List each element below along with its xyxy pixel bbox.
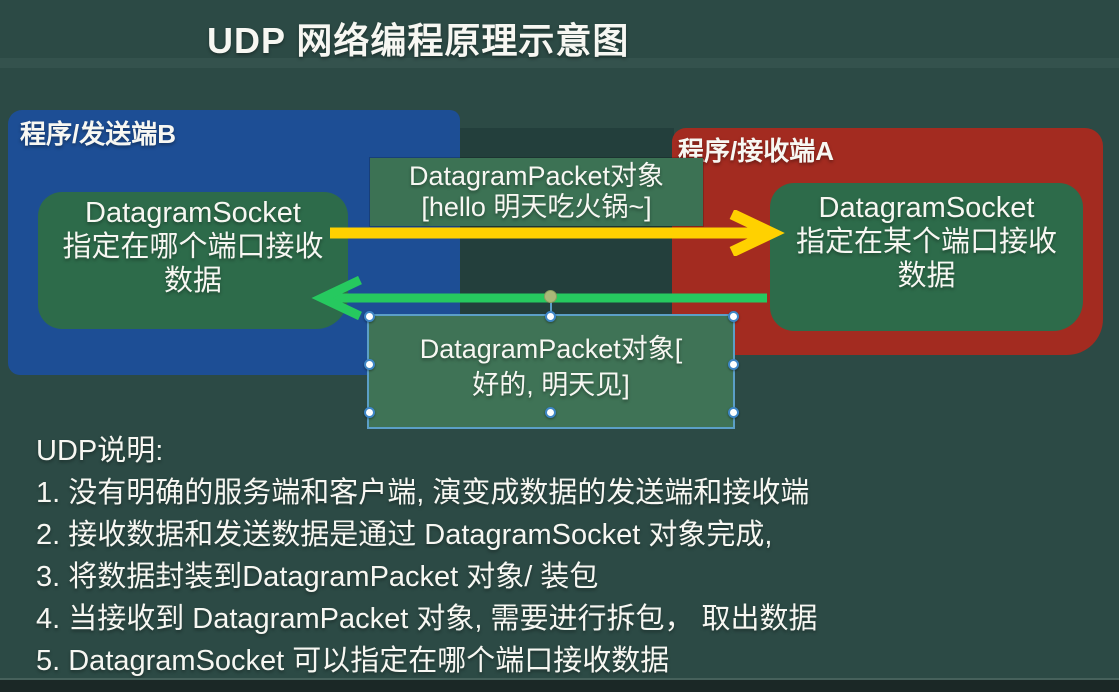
note-item-4: 4. 当接收到 DatagramPacket 对象, 需要进行拆包， 取出数据 <box>36 603 818 635</box>
reply-packet-line2: 好的, 明天见] <box>472 370 630 400</box>
reply-arrow[interactable] <box>308 276 778 320</box>
selection-handle-sw[interactable] <box>364 407 375 418</box>
send-packet-line1: DatagramPacket对象 <box>408 161 665 191</box>
selection-handle-w[interactable] <box>364 359 375 370</box>
note-item-5: 5. DatagramSocket 可以指定在哪个端口接收数据 <box>36 645 670 677</box>
sender-socket-line1: DatagramSocket <box>85 197 301 229</box>
rotation-handle[interactable] <box>544 290 557 303</box>
note-item-2: 2. 接收数据和发送数据是通过 DatagramSocket 对象完成, <box>36 519 773 551</box>
bottom-edge-bar <box>0 678 1119 692</box>
note-item-1: 1. 没有明确的服务端和客户端, 演变成数据的发送端和接收端 <box>36 477 810 509</box>
selection-handle-se[interactable] <box>728 407 739 418</box>
receiver-socket-line3: 数据 <box>897 260 956 292</box>
receiver-socket-line2: 指定在某个端口接收 <box>795 226 1057 258</box>
selection-handle-nw[interactable] <box>364 311 375 322</box>
selection-handle-n[interactable] <box>545 311 556 322</box>
receiver-socket-box[interactable]: DatagramSocket 指定在某个端口接收 数据 <box>770 183 1083 331</box>
sender-socket-box[interactable]: DatagramSocket 指定在哪个端口接收 数据 <box>38 192 348 329</box>
sender-socket-line2: 指定在哪个端口接收 <box>62 231 324 263</box>
notes-heading: UDP说明: <box>36 435 164 467</box>
sender-program-label: 程序/发送端B <box>20 119 177 149</box>
note-item-3: 3. 将数据封装到DatagramPacket 对象/ 装包 <box>36 561 599 593</box>
selection-handle-s[interactable] <box>545 407 556 418</box>
page-title: UDP 网络编程原理示意图 <box>207 20 630 61</box>
rotation-handle-line <box>550 298 552 316</box>
reply-packet-line1: DatagramPacket对象[ <box>419 334 683 364</box>
selection-handle-ne[interactable] <box>728 311 739 322</box>
send-packet-line2: [hello 明天吃火锅~] <box>421 192 652 222</box>
udp-notes: UDP说明: 1. 没有明确的服务端和客户端, 演变成数据的发送端和接收端 2.… <box>36 430 818 682</box>
send-packet-box[interactable]: DatagramPacket对象 [hello 明天吃火锅~] <box>370 158 703 226</box>
send-arrow[interactable] <box>320 210 785 256</box>
receiver-program-label: 程序/接收端A <box>678 136 835 166</box>
sender-socket-line3: 数据 <box>163 265 222 297</box>
selection-handle-e[interactable] <box>728 359 739 370</box>
chalkboard-smear <box>0 58 1119 68</box>
receiver-socket-line1: DatagramSocket <box>818 192 1035 224</box>
